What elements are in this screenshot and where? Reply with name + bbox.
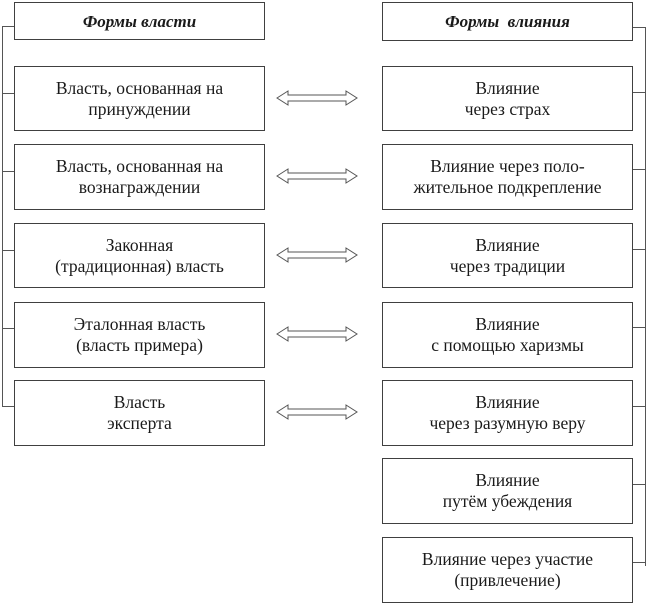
influence-form-box: Влияние через разумную веру — [382, 380, 633, 446]
influence-form-box: Влияние через поло- жительное подкреплен… — [382, 144, 633, 210]
double-arrow-icon — [276, 326, 358, 342]
double-arrow-icon — [276, 404, 358, 420]
box-text-line: Влияние — [475, 392, 540, 412]
box-text-line: эксперта — [107, 413, 172, 433]
double-arrow-icon — [276, 247, 358, 263]
double-arrow-icon — [276, 90, 358, 106]
power-form-box: Власть, основанная на принуждении — [14, 66, 265, 131]
left-connector — [2, 171, 14, 172]
right-bracket-vertical — [645, 27, 646, 566]
left-header: Формы власти — [14, 2, 265, 40]
box-text-line: Власть, основанная на — [55, 77, 224, 98]
box-text-line: принуждении — [88, 98, 191, 119]
influence-form-box: Влияние через страх — [382, 66, 633, 131]
box-text-line: через традиции — [449, 255, 566, 276]
box-text-line: Эталонная власть — [73, 314, 206, 334]
right-header: Формы влияния — [382, 2, 633, 41]
right-connector — [632, 327, 646, 328]
influence-form-box: Влияние путём убеждения — [382, 458, 633, 524]
left-connector — [2, 328, 14, 329]
box-text-line: (власть примера) — [76, 335, 203, 355]
box-text-line: Влияние через участие — [421, 549, 594, 569]
right-connector — [632, 484, 646, 485]
box-text-line: Влияние — [475, 470, 540, 490]
box-text-line: через разумную веру — [429, 413, 586, 433]
box-text-line: Влияние — [475, 77, 540, 98]
right-connector — [632, 562, 646, 563]
power-form-box: Эталонная власть (власть примера) — [14, 302, 265, 368]
right-connector — [632, 27, 646, 28]
box-text-line: Власть, основанная на — [55, 156, 224, 176]
box-text-line: Влияние — [475, 234, 540, 255]
right-connector — [632, 169, 646, 170]
left-connector — [2, 93, 14, 94]
left-connector — [2, 250, 14, 251]
box-text-line: (привлечение) — [454, 570, 561, 590]
box-text-line: с помощью харизмы — [431, 335, 584, 355]
influence-form-box: Влияние через традиции — [382, 223, 633, 288]
right-connector — [632, 406, 646, 407]
influence-form-box: Влияние с помощью харизмы — [382, 302, 633, 368]
left-header-text: Формы власти — [82, 11, 197, 31]
left-connector — [2, 406, 14, 407]
left-connector — [2, 26, 14, 27]
right-connector — [632, 249, 646, 250]
influence-form-box: Влияние через участие (привлечение) — [382, 537, 633, 603]
box-text-line: путём убеждения — [442, 491, 573, 511]
power-form-box: Законная (традиционная) власть — [14, 223, 265, 288]
box-text-line: вознаграждении — [78, 177, 201, 197]
box-text-line: Влияние через поло- — [430, 156, 585, 176]
box-text-line: жительное подкрепление — [413, 177, 602, 197]
box-text-line: Влияние — [475, 314, 540, 334]
box-text-line: Власть — [113, 392, 166, 412]
power-form-box: Власть, основанная на вознаграждении — [14, 144, 265, 210]
power-form-box: Власть эксперта — [14, 380, 265, 446]
right-header-text: Формы влияния — [445, 12, 570, 31]
box-text-line: Законная — [105, 234, 174, 255]
right-connector — [632, 92, 646, 93]
box-text-line: через страх — [464, 98, 551, 119]
box-text-line: (традиционная) власть — [55, 255, 224, 276]
double-arrow-icon — [276, 168, 358, 184]
left-bracket-vertical — [2, 26, 3, 407]
